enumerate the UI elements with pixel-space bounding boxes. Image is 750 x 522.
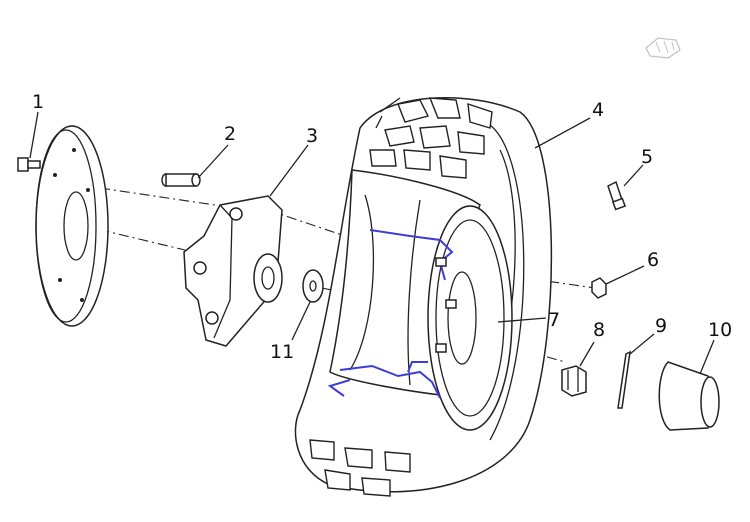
callout-10: 10 (708, 319, 732, 341)
leader-lines (29, 111, 715, 375)
callout-2: 2 (224, 123, 236, 145)
callout-labels: 1 2 3 4 5 6 7 8 9 10 11 (32, 91, 732, 363)
callout-1: 1 (32, 91, 44, 113)
part-9-cotter-pin (617, 350, 631, 409)
brake-disc (35, 125, 109, 327)
callout-3: 3 (306, 125, 318, 147)
part-4-tire (294, 96, 553, 497)
callout-4: 4 (592, 99, 604, 121)
part-11-washer (302, 269, 324, 303)
part-1-bolt (17, 157, 41, 172)
watermark-logo (645, 37, 681, 59)
part-3-hub-carrier (183, 195, 283, 347)
part-8-castle-nut (561, 365, 587, 397)
part-2-stud (161, 173, 201, 187)
callout-7: 7 (548, 309, 560, 331)
part-5-bolt (607, 180, 627, 211)
part-10-hub-cap (658, 361, 720, 431)
callout-6: 6 (647, 249, 659, 271)
callout-9: 9 (655, 315, 667, 337)
callout-11: 11 (270, 341, 294, 363)
part-6-nut (591, 277, 607, 299)
callout-5: 5 (641, 146, 653, 168)
callout-8: 8 (593, 319, 605, 341)
